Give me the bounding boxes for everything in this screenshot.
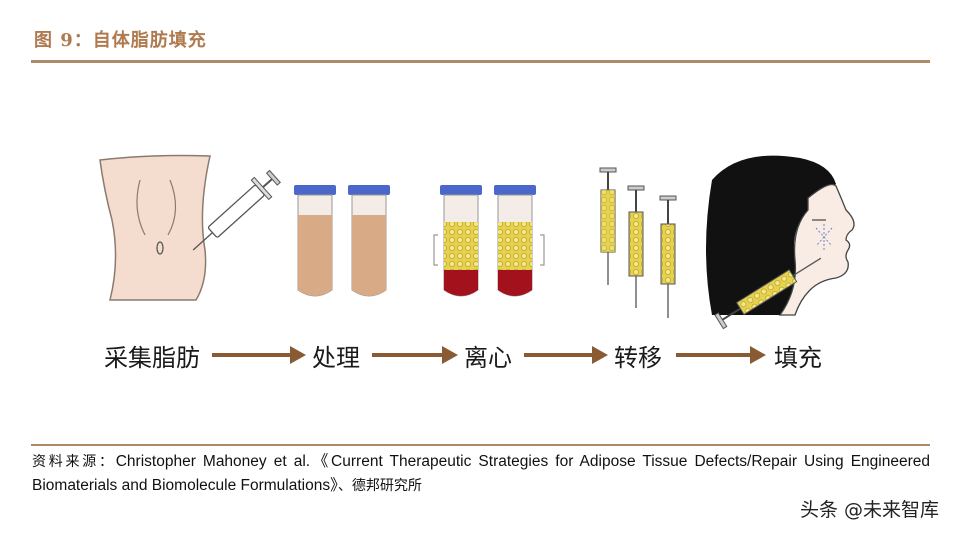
face-injection-icon xyxy=(706,155,855,330)
step-label-transfer: 转移 xyxy=(614,344,662,372)
source-citation: 资料来源：Christopher Mahoney et al.《Current … xyxy=(32,450,930,498)
watermark: 头条 @未来智库 xyxy=(799,499,939,521)
centrifuged-tubes-icon xyxy=(433,185,545,297)
abdomen-syringe-icon xyxy=(99,154,281,301)
arrow-transfer-to-fill xyxy=(676,346,766,364)
process-diagram xyxy=(99,154,855,330)
plain-fat-tubes-icon xyxy=(294,185,390,297)
arrow-process-to-centrifuge xyxy=(372,346,458,364)
arrow-collect-to-process xyxy=(212,346,306,364)
step-label-process: 处理 xyxy=(312,344,360,372)
step-label-collect: 采集脂肪 xyxy=(104,344,200,372)
step-label-centrifuge: 离心 xyxy=(464,344,512,372)
bottom-divider xyxy=(31,444,930,446)
source-suffix: 、德邦研究所 xyxy=(337,478,422,494)
step-label-fill: 填充 xyxy=(774,344,822,372)
source-text: Christopher Mahoney et al.《Current Thera… xyxy=(32,453,930,494)
figure-title: 图 9：自体脂肪填充 xyxy=(34,30,207,51)
loaded-syringes-icon xyxy=(599,167,677,318)
top-divider xyxy=(31,60,930,63)
arrow-centrifuge-to-transfer xyxy=(524,346,608,364)
source-label: 资料来源： xyxy=(32,454,116,470)
